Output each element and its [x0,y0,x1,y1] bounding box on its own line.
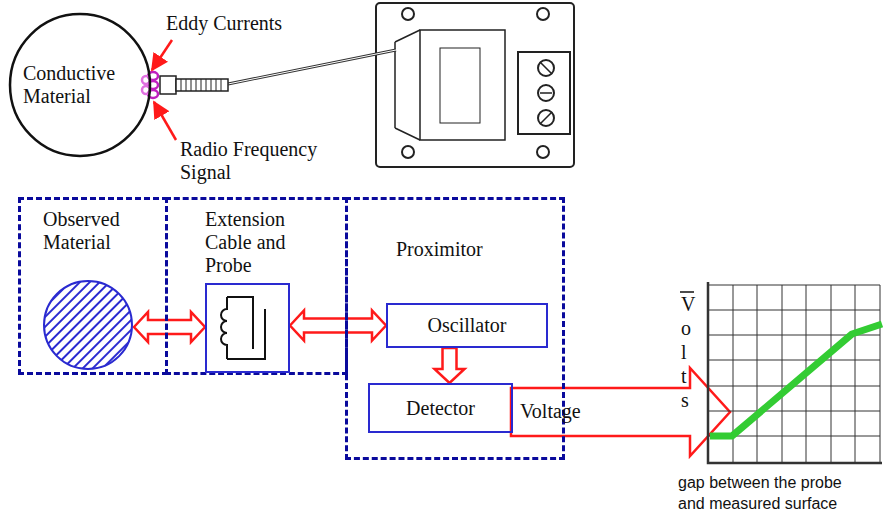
signal-arrow [435,348,465,383]
axis-label: gap between the probe and measured surfa… [678,472,858,514]
signal-label: Voltage [520,400,680,423]
coil-capacitor-symbol [207,285,288,371]
pointer-arrow [152,40,172,70]
probe [160,76,228,94]
pointer-arrow [154,102,176,140]
signal-arrow [290,311,386,341]
probe-circuit-box [205,283,290,373]
node-text: Oscillator [428,314,507,337]
material-circle: Conductive Material [8,12,152,158]
process-box: Oscillator [386,303,548,348]
chart-grid [708,282,882,463]
signal-arrow [134,312,205,342]
group-box: Extension Cable and Probe [165,197,348,375]
axis-label: Volts [681,292,691,412]
proximitor-device [376,3,574,167]
node-text: Observed Material [43,208,158,254]
node-text: Proximitor [396,238,546,261]
node-text: Extension Cable and Probe [205,208,305,277]
response-curve [710,324,882,436]
callout-label: Radio Frequency Signal [180,138,350,184]
output-arrow [511,368,730,456]
node-text: Detector [406,397,475,420]
callout-label: Eddy Currents [166,12,336,35]
hatched-material [42,279,134,371]
overline [680,291,694,293]
process-box: Detector [368,383,513,433]
node-text: Conductive Material [23,62,131,108]
probe-cable [228,50,396,84]
group-box: Observed Material [18,197,168,375]
